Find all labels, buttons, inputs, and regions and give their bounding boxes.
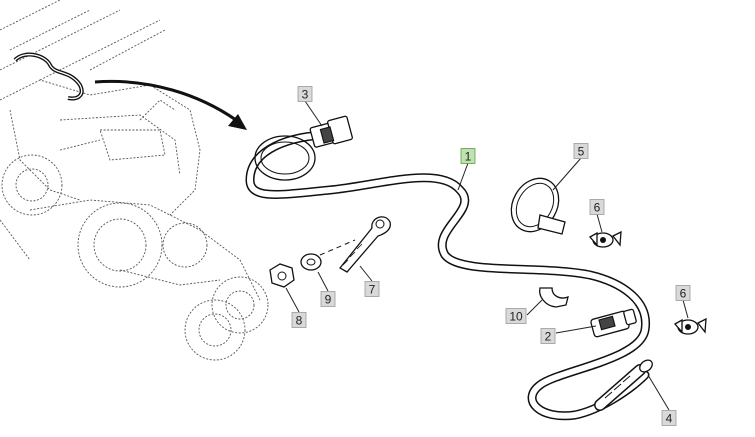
connector-part-2 [590,308,637,338]
callout-c3: 3 [297,86,313,102]
leader-lines [285,100,689,411]
callout-box [675,285,691,301]
clip-part-10 [539,287,569,308]
callout-box [589,199,605,215]
callout-label: 9 [325,293,332,307]
callout-box [291,312,307,328]
callout-c6b: 6 [675,285,691,301]
main-wiring-harness [245,130,650,421]
callout-box [505,308,527,324]
callout-c2: 2 [540,328,556,344]
clamp-part-5 [510,177,566,235]
callout-c7: 7 [364,281,380,297]
callout-label: 6 [680,287,687,301]
tractor-sketch [0,0,269,361]
arrowhead-icon [228,114,247,130]
location-arrow [94,79,237,122]
callout-box [460,148,476,164]
callout-label: 2 [545,330,552,344]
callout-label: 3 [302,88,309,102]
sleeve-part-4 [594,359,653,411]
callout-box [661,410,677,426]
callout-label: 1 [465,150,472,164]
callout-box [297,86,313,102]
callout-c10: 10 [505,308,527,324]
callout-c8: 8 [291,312,307,328]
clip-part-6-upper [588,230,622,248]
callout-label: 6 [594,201,601,215]
clip-part-6-lower [673,317,707,335]
callout-box [320,291,336,307]
bracket-part-7 [339,216,391,273]
nut-part-8 [269,263,295,288]
callout-c4: 4 [661,410,677,426]
assembly-dash-line [319,239,356,256]
callout-c6a: 6 [589,199,605,215]
callout-c1: 1 [460,148,476,164]
callout-label: 4 [666,412,673,426]
callout-box [540,328,556,344]
callout-c5: 5 [573,143,589,159]
callout-box [364,281,380,297]
callout-label: 7 [369,283,376,297]
callout-label: 5 [578,145,585,159]
connector-part-3 [309,115,353,148]
callout-box [573,143,589,159]
washer-part-9 [300,253,322,271]
callout-label: 10 [509,310,523,324]
callout-label: 8 [296,314,303,328]
callout-c9: 9 [320,291,336,307]
